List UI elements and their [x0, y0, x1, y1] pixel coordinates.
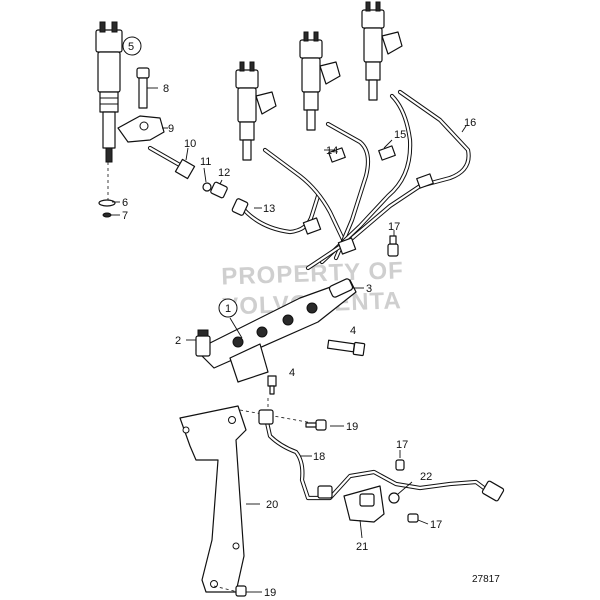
callout-4-lower: 4	[289, 367, 295, 379]
injector-pipes	[147, 89, 471, 271]
callout-7: 7	[122, 210, 128, 222]
callout-1: 1	[225, 303, 231, 315]
callout-5: 5	[128, 41, 134, 53]
callout-22: 22	[420, 471, 432, 483]
callout-3: 3	[366, 283, 372, 295]
callout-2: 2	[175, 335, 181, 347]
fuel-rail	[195, 278, 357, 383]
bolt-4-right	[326, 339, 366, 357]
callout-16: 16	[464, 117, 476, 129]
nut-22	[388, 492, 400, 504]
fuel-pipe-18	[258, 409, 505, 502]
injector-3	[299, 31, 341, 131]
bolt-17-low	[407, 513, 419, 523]
callout-8: 8	[163, 83, 169, 95]
callout-18: 18	[313, 451, 325, 463]
callout-20: 20	[266, 499, 278, 511]
bolt-4-lower	[267, 375, 277, 395]
washer-6	[98, 199, 116, 207]
callout-21: 21	[356, 541, 368, 553]
fitting-12	[210, 181, 228, 199]
callout-15: 15	[394, 129, 406, 141]
bracket-20	[179, 405, 247, 593]
callout-6: 6	[122, 197, 128, 209]
o-ring-7	[102, 212, 112, 218]
callout-9: 9	[168, 123, 174, 135]
figure-number: 27817	[472, 574, 500, 585]
callout-1-ring	[218, 298, 238, 318]
bolt-19-bottom	[235, 585, 247, 597]
callout-11: 11	[200, 156, 211, 168]
injector-4	[361, 1, 403, 101]
bolt-19-mid	[305, 419, 327, 431]
callout-19-bottom: 19	[264, 587, 276, 599]
callout-10: 10	[184, 138, 196, 150]
callout-14: 14	[326, 145, 338, 157]
callout-17-low: 17	[430, 519, 442, 531]
leader-lines	[110, 45, 467, 593]
injector-left	[95, 21, 123, 163]
injector-2	[235, 61, 277, 161]
callout-4-right: 4	[350, 325, 356, 337]
nut-11	[202, 182, 212, 192]
callout-12: 12	[218, 167, 230, 179]
bolt-17-mid	[395, 459, 405, 471]
callout-19-mid: 19	[346, 421, 358, 433]
watermark-line-1: PROPERTY OF	[221, 257, 404, 290]
callout-13: 13	[263, 203, 275, 215]
bolt-8	[136, 67, 150, 109]
callout-17-upper: 17	[388, 221, 400, 233]
callout-5-ring	[122, 36, 142, 56]
bolt-17-upper	[387, 235, 399, 257]
callout-17-mid: 17	[396, 439, 408, 451]
